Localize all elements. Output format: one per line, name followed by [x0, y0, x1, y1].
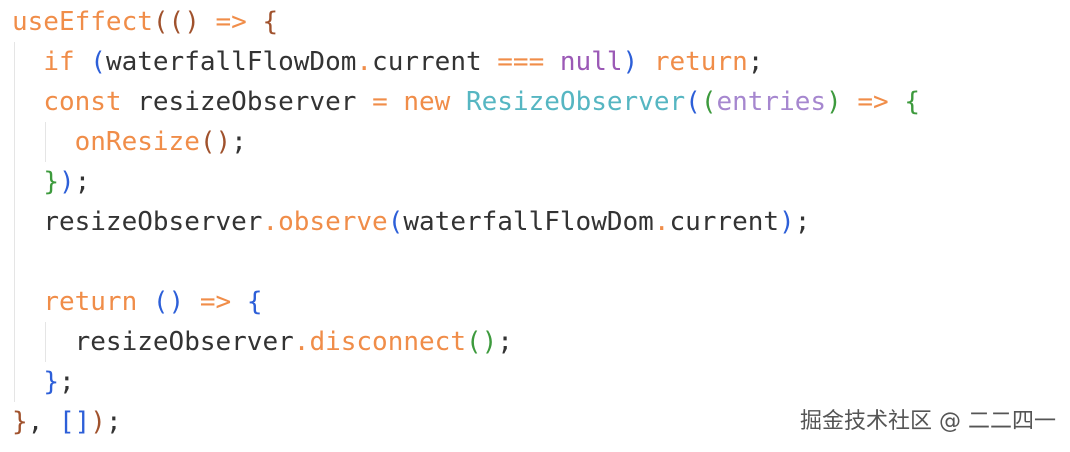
code-token: ; — [794, 207, 811, 237]
code-token: disconnect — [309, 327, 466, 357]
code-token: () — [152, 287, 185, 317]
indent-guide — [45, 122, 46, 162]
code-token — [12, 87, 43, 117]
code-token: { — [904, 87, 920, 117]
code-token: } — [12, 407, 28, 437]
code-token: ) — [58, 167, 75, 197]
code-token: , — [27, 407, 44, 437]
code-token: ( — [700, 87, 717, 117]
code-token: ( — [152, 7, 169, 37]
indent-guide — [45, 322, 46, 362]
code-token: => — [215, 7, 247, 37]
code-token — [12, 327, 75, 357]
code-token: . — [293, 327, 310, 357]
code-token: ; — [231, 127, 247, 157]
code-token: . — [262, 207, 279, 237]
code-token: } — [43, 367, 59, 397]
code-token: [ — [58, 407, 75, 437]
code-token: () — [199, 127, 232, 157]
code-line: onResize(); — [12, 122, 247, 162]
code-token — [137, 287, 153, 317]
code-line: }; — [12, 362, 75, 402]
code-token — [388, 87, 404, 117]
code-token: ( — [90, 47, 106, 77]
code-line: resizeObserver.observe(waterfallFlowDom.… — [12, 202, 810, 242]
code-token: resizeObserver — [74, 327, 294, 357]
code-token: = — [372, 87, 388, 117]
code-token — [889, 87, 905, 117]
code-token: ) — [90, 407, 106, 437]
code-token: resizeObserver — [137, 87, 357, 117]
code-token: ) — [826, 87, 842, 117]
code-token — [12, 287, 43, 317]
code-token: null — [559, 47, 623, 77]
code-token — [231, 287, 247, 317]
code-token — [12, 207, 43, 237]
code-token: ; — [74, 167, 91, 197]
indent-guide — [14, 42, 15, 402]
code-token: const — [43, 87, 122, 117]
code-token — [184, 287, 200, 317]
code-token: ; — [58, 367, 75, 397]
code-line: useEffect(() => { — [12, 2, 278, 42]
code-token: () — [168, 7, 200, 37]
code-line: }); — [12, 162, 90, 202]
code-token: onResize — [74, 127, 200, 157]
code-line: return () => { — [12, 282, 262, 322]
code-token: ( — [387, 207, 404, 237]
code-line: const resizeObserver = new ResizeObserve… — [12, 82, 920, 122]
code-line: if (waterfallFlowDom.current === null) r… — [12, 42, 763, 82]
code-token — [842, 87, 858, 117]
code-token: ) — [779, 207, 795, 237]
code-token: entries — [716, 87, 827, 117]
code-token — [544, 47, 560, 77]
code-token: . — [356, 47, 373, 77]
code-token: current — [669, 207, 780, 237]
code-token — [638, 47, 654, 77]
code-token: ResizeObserver — [466, 87, 686, 117]
code-token: { — [262, 7, 279, 37]
code-token: return — [653, 47, 748, 77]
code-token — [200, 7, 216, 37]
code-token: new — [403, 87, 451, 117]
code-token: waterfallFlowDom — [105, 47, 357, 77]
watermark-text: 掘金技术社区 @ 二二四一 — [800, 409, 1056, 434]
code-token: useEffect — [12, 7, 153, 37]
code-token — [247, 7, 263, 37]
code-token — [12, 47, 43, 77]
code-token: return — [43, 287, 138, 317]
code-token: ( — [685, 87, 701, 117]
code-line: resizeObserver.disconnect(); — [12, 322, 513, 362]
code-token — [12, 167, 43, 197]
code-token — [482, 47, 498, 77]
code-token — [122, 87, 138, 117]
code-token: ; — [497, 327, 513, 357]
code-token — [43, 407, 59, 437]
code-token: resizeObserver — [43, 207, 263, 237]
code-token — [75, 47, 91, 77]
code-token: ; — [105, 407, 122, 437]
code-token: ] — [74, 407, 91, 437]
code-token — [12, 367, 43, 397]
code-token — [450, 87, 466, 117]
code-token: } — [43, 167, 59, 197]
code-token: () — [465, 327, 498, 357]
code-token: ; — [747, 47, 764, 77]
code-token: if — [43, 47, 75, 77]
code-token: === — [497, 47, 545, 77]
code-token: { — [246, 287, 263, 317]
code-token: current — [372, 47, 482, 77]
code-token — [12, 127, 75, 157]
code-token — [356, 87, 372, 117]
code-token: . — [653, 207, 670, 237]
code-token: => — [857, 87, 889, 117]
code-line: }, []); — [12, 402, 122, 442]
code-token: waterfallFlowDom — [403, 207, 654, 237]
code-token: ) — [622, 47, 639, 77]
code-token: observe — [278, 207, 388, 237]
code-token: => — [199, 287, 232, 317]
